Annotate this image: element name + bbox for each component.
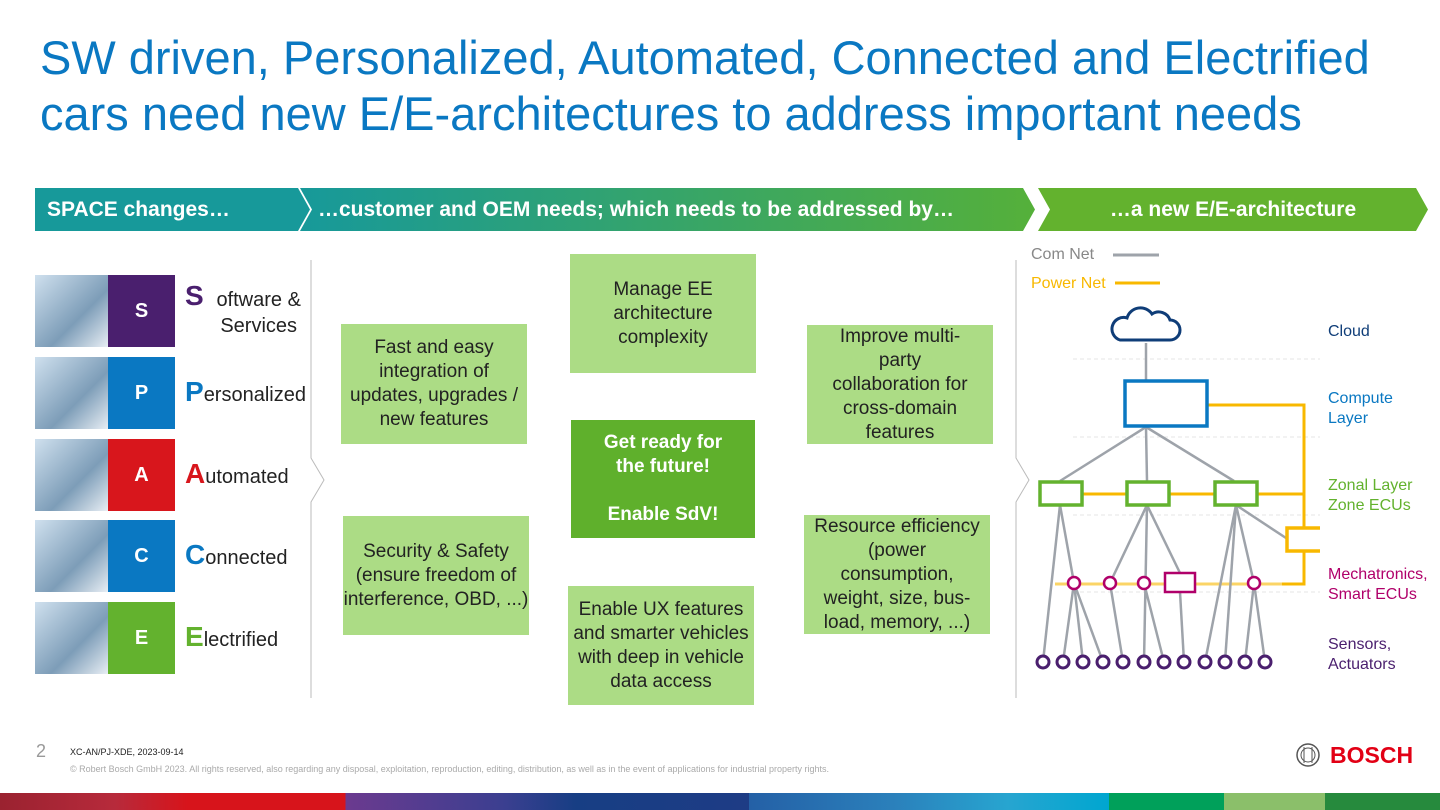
power-distribution-unit xyxy=(1285,526,1320,553)
word-rest: oftware & Services xyxy=(216,289,301,337)
page-number: 2 xyxy=(36,741,47,761)
footer-copyright: © Robert Bosch GmbH 2023. All rights res… xyxy=(70,764,830,774)
need-collaboration: Improve multi-party collaboration for cr… xyxy=(807,325,993,444)
layer-zonal-1: Zonal Layer xyxy=(1328,477,1413,494)
initial: S xyxy=(185,280,204,311)
banner-new-architecture: …a new E/E-architecture xyxy=(1038,188,1428,231)
word-rest: ersonalized xyxy=(203,383,306,406)
need-resource-efficiency: Resource efficiency (power consumption, … xyxy=(804,515,990,634)
divider-chevron-left xyxy=(310,260,325,698)
space-word: Automated xyxy=(185,457,289,490)
cloud-icon xyxy=(1110,306,1182,342)
brand-stripe xyxy=(0,793,1440,810)
word-rest: onnected xyxy=(205,546,288,569)
slide-title: SW driven, Personalized, Automated, Conn… xyxy=(40,31,1370,140)
space-word: Personalized xyxy=(185,375,306,408)
ee-architecture-diagram xyxy=(1035,253,1320,670)
initial: C xyxy=(185,538,206,570)
space-image xyxy=(35,439,108,511)
need-get-ready: Get ready for the future! Enable SdV! xyxy=(571,420,755,538)
zone-ecus xyxy=(1038,480,1259,507)
layer-sensors: Sensors, Actuators xyxy=(1328,635,1396,675)
space-word: Electrified xyxy=(185,620,279,653)
layer-compute: Compute Layer xyxy=(1328,390,1393,427)
word-rest: utomated xyxy=(205,465,289,488)
space-letter: A xyxy=(108,439,175,511)
initial: A xyxy=(185,457,206,489)
space-word: Connected xyxy=(185,538,288,571)
space-image xyxy=(35,520,108,592)
space-image xyxy=(35,602,108,674)
compute-unit xyxy=(1123,379,1209,428)
bosch-armature-icon xyxy=(1296,743,1320,767)
divider-chevron-right xyxy=(1015,260,1030,698)
space-letter: E xyxy=(108,602,175,674)
legend-com-net: Com Net xyxy=(1031,246,1095,263)
enable-sdv-text: Enable SdV! xyxy=(607,504,719,525)
power-net-lines xyxy=(1055,403,1306,586)
space-letter: P xyxy=(108,357,175,429)
need-ux-features: Enable UX features and smarter vehicles … xyxy=(568,586,754,705)
layer-sens-1: Sensors, xyxy=(1328,636,1392,653)
initial: P xyxy=(185,375,204,407)
layer-mech-2: Smart ECUs xyxy=(1328,586,1417,603)
need-fast-integration: Fast and easy integration of updates, up… xyxy=(341,324,527,444)
space-letter: S xyxy=(108,275,175,347)
banner-customer-needs: …customer and OEM needs; which needs to … xyxy=(300,188,1035,231)
layer-cloud: Cloud xyxy=(1328,323,1370,340)
banner-space-changes: SPACE changes… xyxy=(35,188,310,231)
bosch-logo: BOSCH xyxy=(1330,742,1414,768)
layer-mechatronics: Mechatronics, Smart ECUs xyxy=(1328,565,1428,605)
space-image xyxy=(35,275,108,347)
footer-ref: XC-AN/PJ-XDE, 2023-09-14 xyxy=(70,747,184,757)
initial: E xyxy=(185,620,204,652)
need-security-safety: Security & Safety (ensure freedom of int… xyxy=(343,516,529,635)
word-rest: lectrified xyxy=(203,628,279,651)
layer-sens-2: Actuators xyxy=(1328,656,1396,673)
layer-mech-1: Mechatronics, xyxy=(1328,566,1428,583)
space-image xyxy=(35,357,108,429)
mechatronics xyxy=(1066,571,1262,594)
sensors-actuators xyxy=(1035,654,1273,670)
layer-zonal-2: Zone ECUs xyxy=(1328,497,1411,514)
legend-power-net: Power Net xyxy=(1031,275,1106,292)
get-ready-text: Get ready for the future! xyxy=(603,432,723,477)
space-letter: C xyxy=(108,520,175,592)
need-manage-complexity: Manage EE architecture complexity xyxy=(570,254,756,373)
